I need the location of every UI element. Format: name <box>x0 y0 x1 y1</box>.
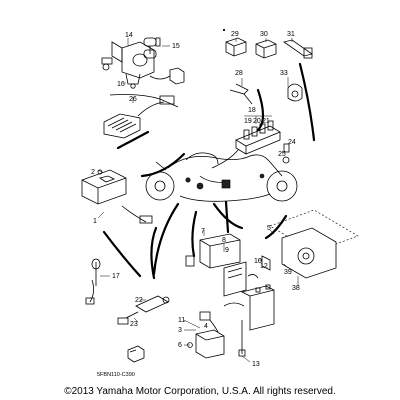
fuse-24-25 <box>282 143 290 164</box>
relay-3-4 <box>187 302 245 359</box>
callout-25: 25 <box>278 151 286 158</box>
callout-14: 14 <box>125 32 133 39</box>
sensor-17 <box>85 258 101 305</box>
callout-19: 19 <box>244 118 252 125</box>
callout-16: 16 <box>117 81 125 88</box>
callout-31: 31 <box>287 31 295 38</box>
callout-4: 4 <box>204 323 208 330</box>
harness-routing-lines <box>102 28 316 280</box>
lead-13 <box>238 320 246 357</box>
main-switch-assembly <box>101 41 185 89</box>
wire-harness-16-26 <box>103 94 179 139</box>
holder-33 <box>287 83 303 102</box>
callout-5: 5 <box>267 225 271 232</box>
callout-23: 23 <box>130 321 138 328</box>
cdi-unit <box>81 169 153 224</box>
callout-11: 11 <box>178 317 185 324</box>
callout-24: 24 <box>288 139 296 146</box>
starter-relay-bracket <box>247 209 359 279</box>
battery-12-13 <box>240 284 275 331</box>
callout-7: 7 <box>201 228 205 235</box>
callout-13: 13 <box>252 361 260 368</box>
callout-22: 22 <box>135 297 143 304</box>
callout-labels: 14 15 16 26 29 30 31 28 33 18 19 20 21 2… <box>91 31 300 378</box>
copyright-notice: ©2013 Yamaha Motor Corporation, U.S.A. A… <box>64 386 336 397</box>
callout-15: 15 <box>172 43 180 50</box>
callout-9: 9 <box>225 247 229 254</box>
callout-6: 6 <box>178 342 182 349</box>
callout-1: 1 <box>93 218 97 225</box>
relay-30 <box>255 39 277 59</box>
callout-18: 18 <box>248 107 256 114</box>
callout-10: 10 <box>254 258 262 265</box>
callout-38: 38 <box>292 285 300 292</box>
part-11 <box>127 345 145 363</box>
leader-lines <box>97 38 299 363</box>
callout-26: 26 <box>129 96 137 103</box>
callout-2: 2 <box>91 169 95 176</box>
callout-20: 20 <box>253 118 261 125</box>
relay-29 <box>225 37 247 57</box>
callout-29: 29 <box>231 31 239 38</box>
diagram-code: 5FBN110-C390 <box>97 372 135 378</box>
callout-33: 33 <box>280 70 288 77</box>
callout-30: 30 <box>260 31 268 38</box>
motorcycle-silhouette <box>145 152 298 202</box>
callout-3: 3 <box>178 327 182 334</box>
sensor-22 <box>117 295 170 325</box>
callout-28: 28 <box>235 70 243 77</box>
callout-8: 8 <box>222 237 226 244</box>
callout-39: 39 <box>284 269 292 276</box>
battery-box <box>185 233 247 297</box>
fuse-box <box>211 120 281 169</box>
callout-21: 21 <box>262 118 270 125</box>
key-15 <box>143 37 161 59</box>
bracket-31 <box>283 39 313 59</box>
callout-17: 17 <box>112 273 120 280</box>
cable-tie-28 <box>229 83 253 105</box>
callout-12: 12 <box>260 263 268 270</box>
